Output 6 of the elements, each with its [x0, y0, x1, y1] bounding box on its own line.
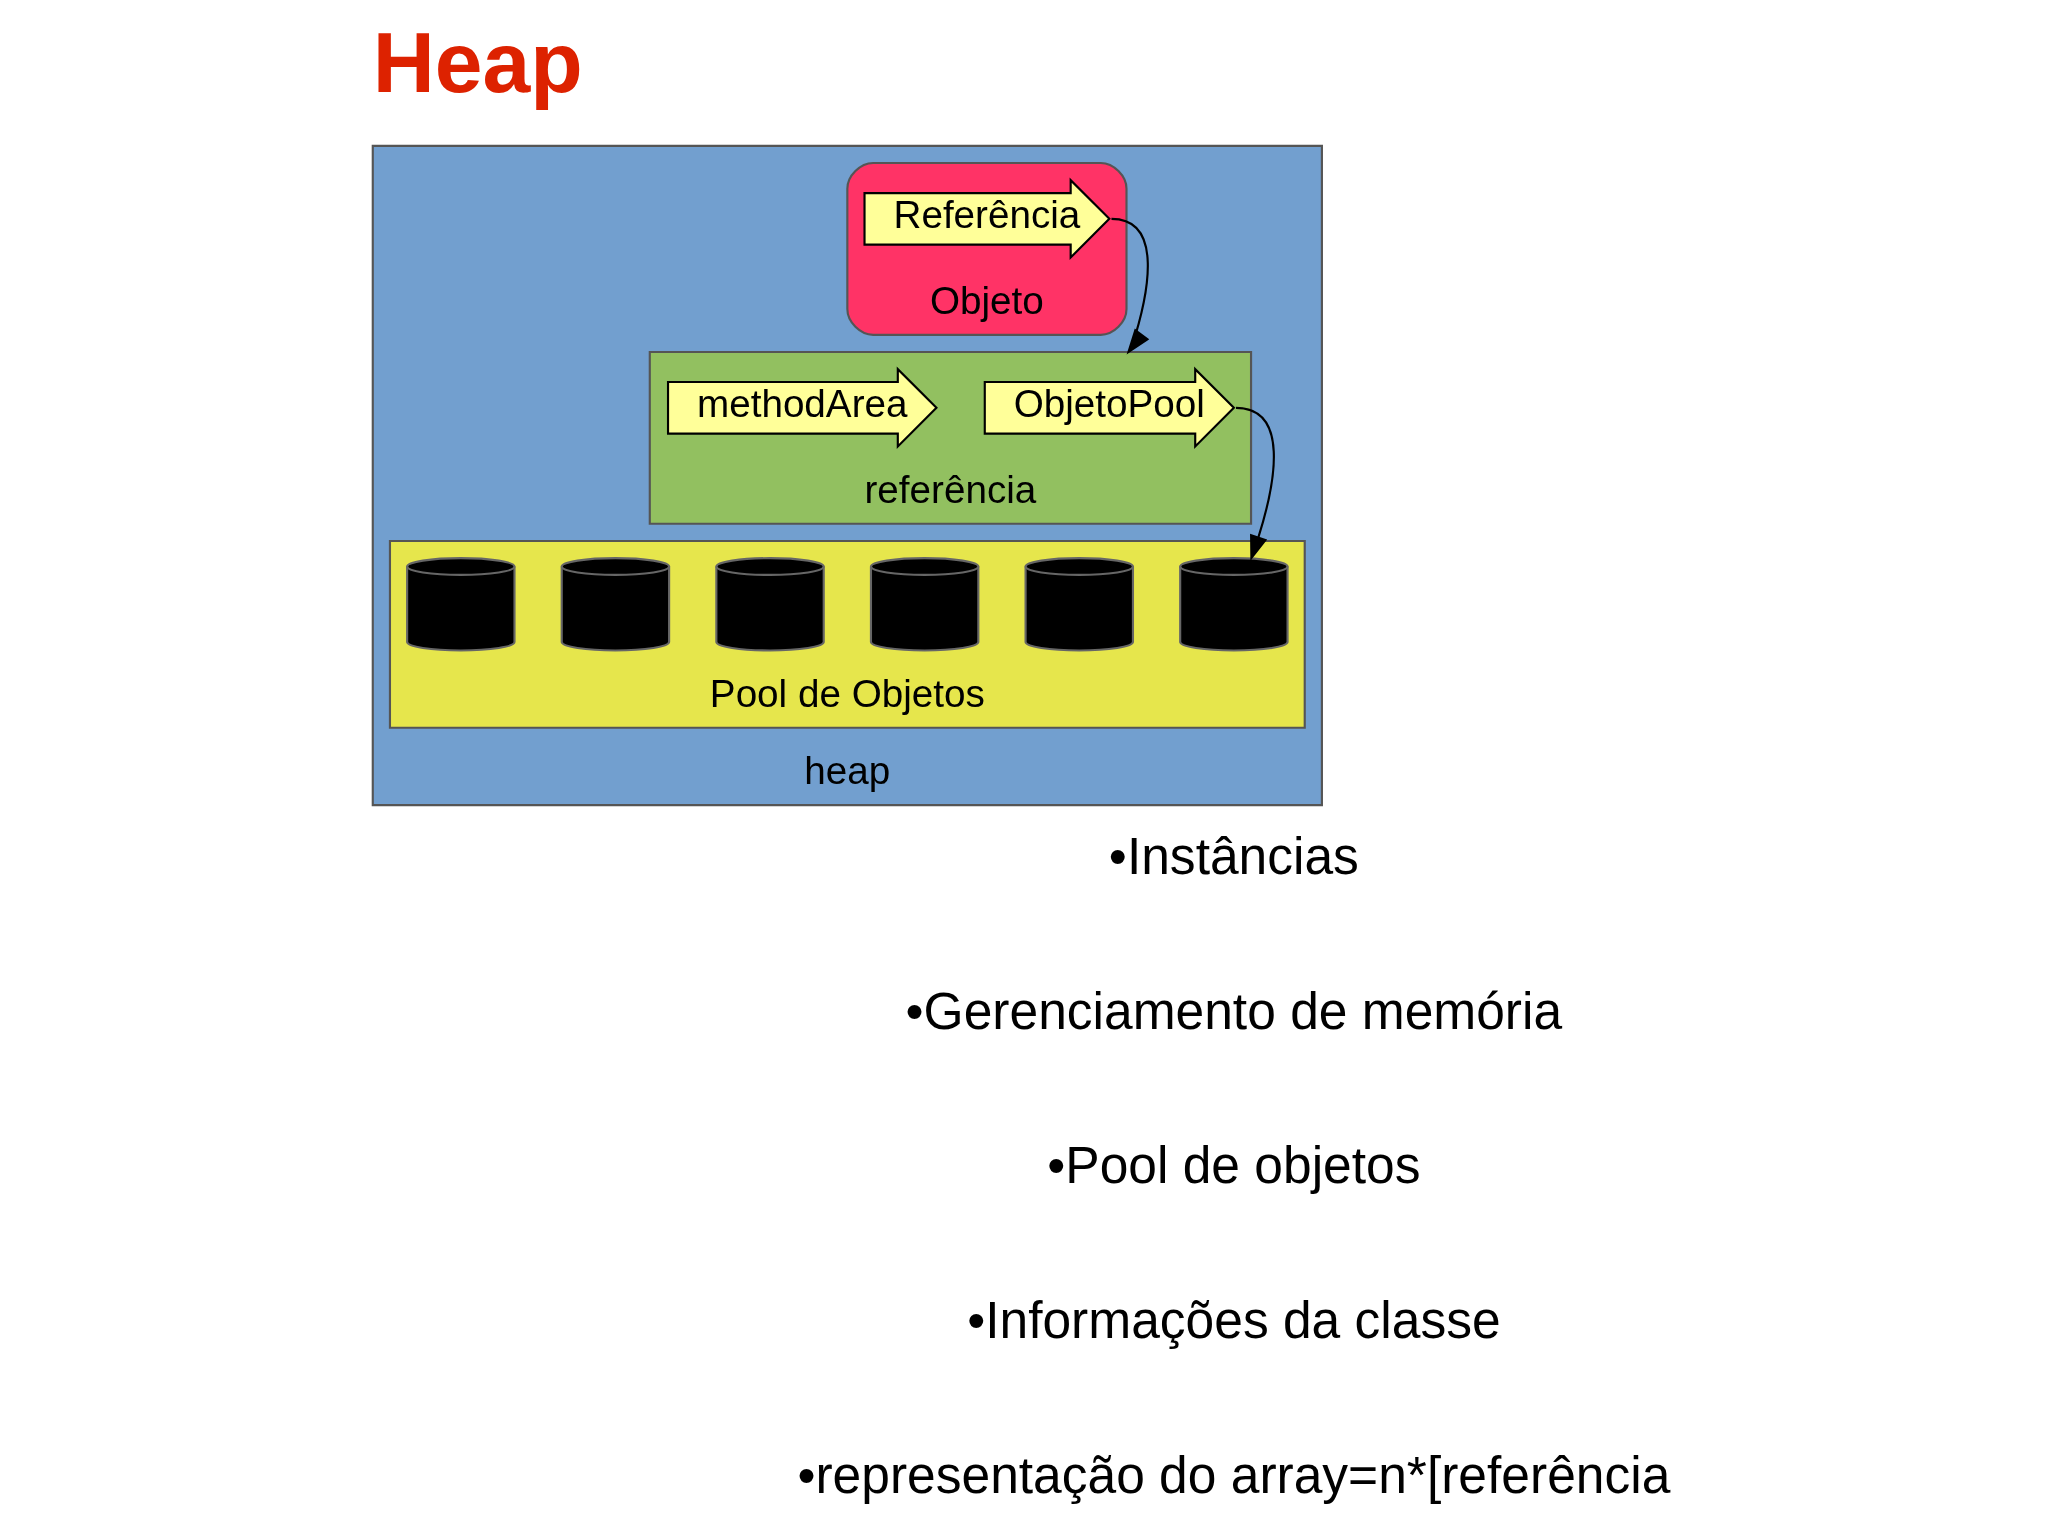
label: •Informações da classe: [966, 1291, 1501, 1350]
label: •Gerenciamento de memória: [905, 981, 1562, 1040]
label: •representação do array=n*[referência: [796, 1445, 1670, 1504]
label: •Pool de objetos: [1046, 1136, 1420, 1195]
label: •Instâncias: [1108, 827, 1359, 886]
diagram-title: Heap: [372, 14, 583, 111]
